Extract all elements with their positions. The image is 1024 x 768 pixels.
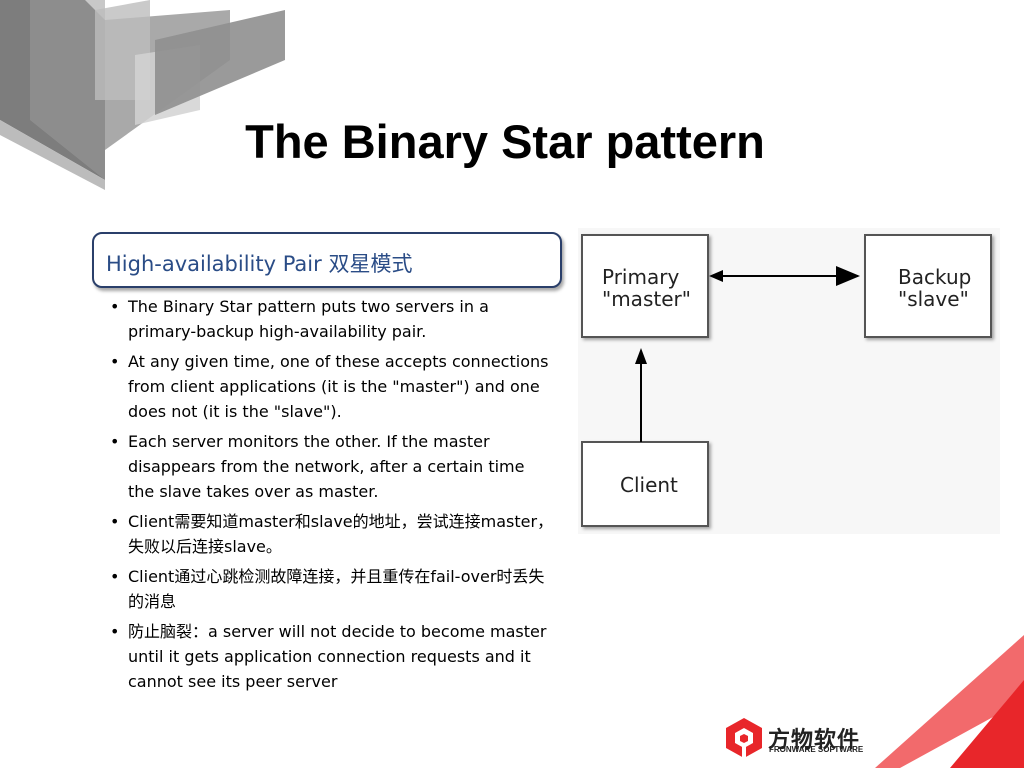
bullet-item: • The Binary Star pattern puts two server… — [110, 294, 555, 344]
client-box — [581, 441, 709, 527]
primary-label-line1: Primary — [602, 265, 679, 289]
section-heading-box: High-availability Pair 双星模式 — [92, 232, 562, 288]
bullet-text: Each server monitors the other. If the m… — [128, 432, 525, 501]
bullet-item: • Each server monitors the other. If the … — [110, 429, 555, 504]
peer-arrow-left-head — [709, 270, 723, 282]
deco-shape-gray-band — [155, 10, 285, 115]
decorative-corner-shapes — [0, 0, 285, 190]
bullet-dot: • — [110, 297, 120, 316]
slide-title: The Binary Star pattern — [0, 114, 1010, 169]
client-arrow-head — [635, 348, 647, 364]
binary-star-diagram: Primary "master" Backup "slave" Client — [578, 228, 1000, 534]
primary-label-line2: "master" — [602, 287, 691, 311]
slide-title-text: The Binary Star pattern — [245, 115, 765, 168]
fronware-logo-icon — [726, 718, 762, 758]
bullet-dot: • — [110, 352, 120, 371]
backup-label-line2: "slave" — [898, 287, 969, 311]
backup-server-node: Backup "slave" — [864, 234, 992, 338]
logo-name-en: FRONWARE SOFTWARE — [769, 745, 864, 754]
logo-name-cn: 方物软件 — [768, 728, 861, 753]
bullet-list: • The Binary Star pattern puts two server… — [110, 294, 555, 699]
primary-server-box — [581, 234, 709, 338]
bullet-dot: • — [110, 432, 120, 451]
bullet-item: • Client需要知道master和slave的地址，尝试连接master，失败… — [110, 509, 555, 559]
bullet-text: 防止脑裂：a server will not decide to become … — [128, 622, 547, 691]
bullet-dot: • — [110, 512, 120, 531]
bullet-dot: • — [110, 567, 120, 586]
bullet-text: Client通过心跳检测故障连接，并且重传在fail-over时丢失的消息 — [128, 567, 545, 611]
client-node: Client — [581, 441, 709, 527]
bullet-text: At any given time, one of these accepts … — [128, 352, 549, 421]
deco-shape-red-dark — [950, 680, 1024, 768]
backup-label-line1: Backup — [898, 265, 971, 289]
section-heading-text: High-availability Pair 双星模式 — [106, 252, 413, 276]
deco-shape-gray-light — [30, 0, 105, 180]
bullet-text: Client需要知道master和slave的地址，尝试连接master，失败以… — [128, 512, 554, 556]
bullet-item: • 防止脑裂：a server will not decide to become… — [110, 619, 555, 694]
backup-server-box — [864, 234, 992, 338]
bullet-item: • Client通过心跳检测故障连接，并且重传在fail-over时丢失的消息 — [110, 564, 555, 614]
bullet-item: • At any given time, one of these accepts… — [110, 349, 555, 424]
deco-shape-gray-edge — [0, 120, 105, 190]
bullet-text: The Binary Star pattern puts two servers… — [128, 297, 489, 341]
bullet-dot: • — [110, 622, 120, 641]
deco-shape-red-light — [875, 635, 1024, 768]
decorative-red-shapes — [875, 635, 1024, 768]
primary-server-node: Primary "master" — [581, 234, 709, 338]
client-label: Client — [620, 473, 678, 497]
